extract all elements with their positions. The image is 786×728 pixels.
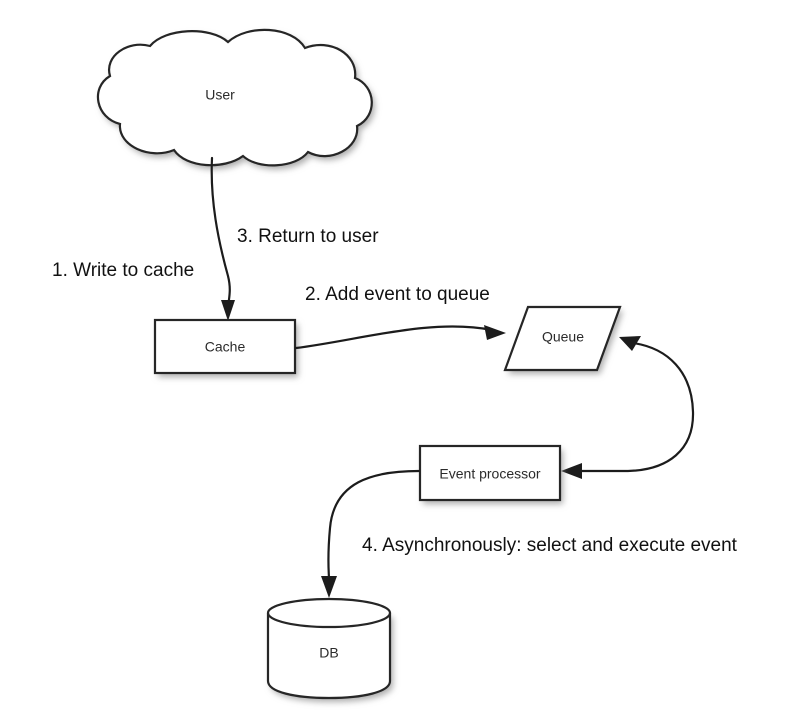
edge-queue-eventprocessor-loop[interactable] <box>561 336 695 479</box>
cache-shape <box>155 320 295 373</box>
node-user[interactable]: User <box>96 28 373 167</box>
edge-label-step-2: 2. Add event to queue <box>305 284 490 305</box>
db-top-outline <box>266 597 392 629</box>
node-user-label: User <box>205 87 235 103</box>
edge-user-to-cache[interactable] <box>210 156 235 321</box>
node-queue[interactable]: Queue <box>503 305 622 372</box>
edge-label-step-1: 1. Write to cache <box>52 260 194 281</box>
event-processor-outline <box>418 444 562 502</box>
cloud-outline <box>96 28 373 167</box>
db-body-shape <box>268 613 390 698</box>
edge-loop-arrowhead-queue <box>619 336 641 351</box>
edge-label-step-4: 4. Asynchronously: select and execute ev… <box>362 535 738 556</box>
node-event-processor-label: Event processor <box>439 466 540 482</box>
node-db-label: DB <box>319 645 338 661</box>
edge-loop-arrowhead-eventprocessor <box>561 463 582 479</box>
edge-cache-to-queue-arrowhead <box>484 325 506 340</box>
edge-user-to-cache-line <box>210 156 231 312</box>
edge-eventprocessor-to-db[interactable] <box>321 469 421 598</box>
db-top-fill <box>268 599 390 627</box>
edge-loop-line <box>578 341 695 473</box>
edge-cache-to-queue[interactable] <box>294 325 506 350</box>
edge-label-step-3: 3. Return to user <box>237 226 379 247</box>
edge-user-to-cache-arrowhead <box>221 300 235 321</box>
cloud-shape <box>97 29 372 166</box>
event-processor-shape <box>420 446 560 500</box>
edge-eventprocessor-to-db-arrowhead <box>321 576 337 598</box>
edge-cache-to-queue-line <box>294 325 494 350</box>
queue-shape <box>505 307 620 370</box>
node-cache-label: Cache <box>205 339 246 355</box>
node-event-processor[interactable]: Event processor <box>418 444 562 502</box>
db-body-outline <box>266 613 392 700</box>
node-db[interactable]: DB <box>266 597 392 700</box>
node-cache[interactable]: Cache <box>153 318 297 375</box>
cache-outline <box>153 318 297 375</box>
node-queue-label: Queue <box>542 329 584 345</box>
queue-outline <box>503 305 622 372</box>
edge-eventprocessor-to-db-line <box>327 469 421 582</box>
